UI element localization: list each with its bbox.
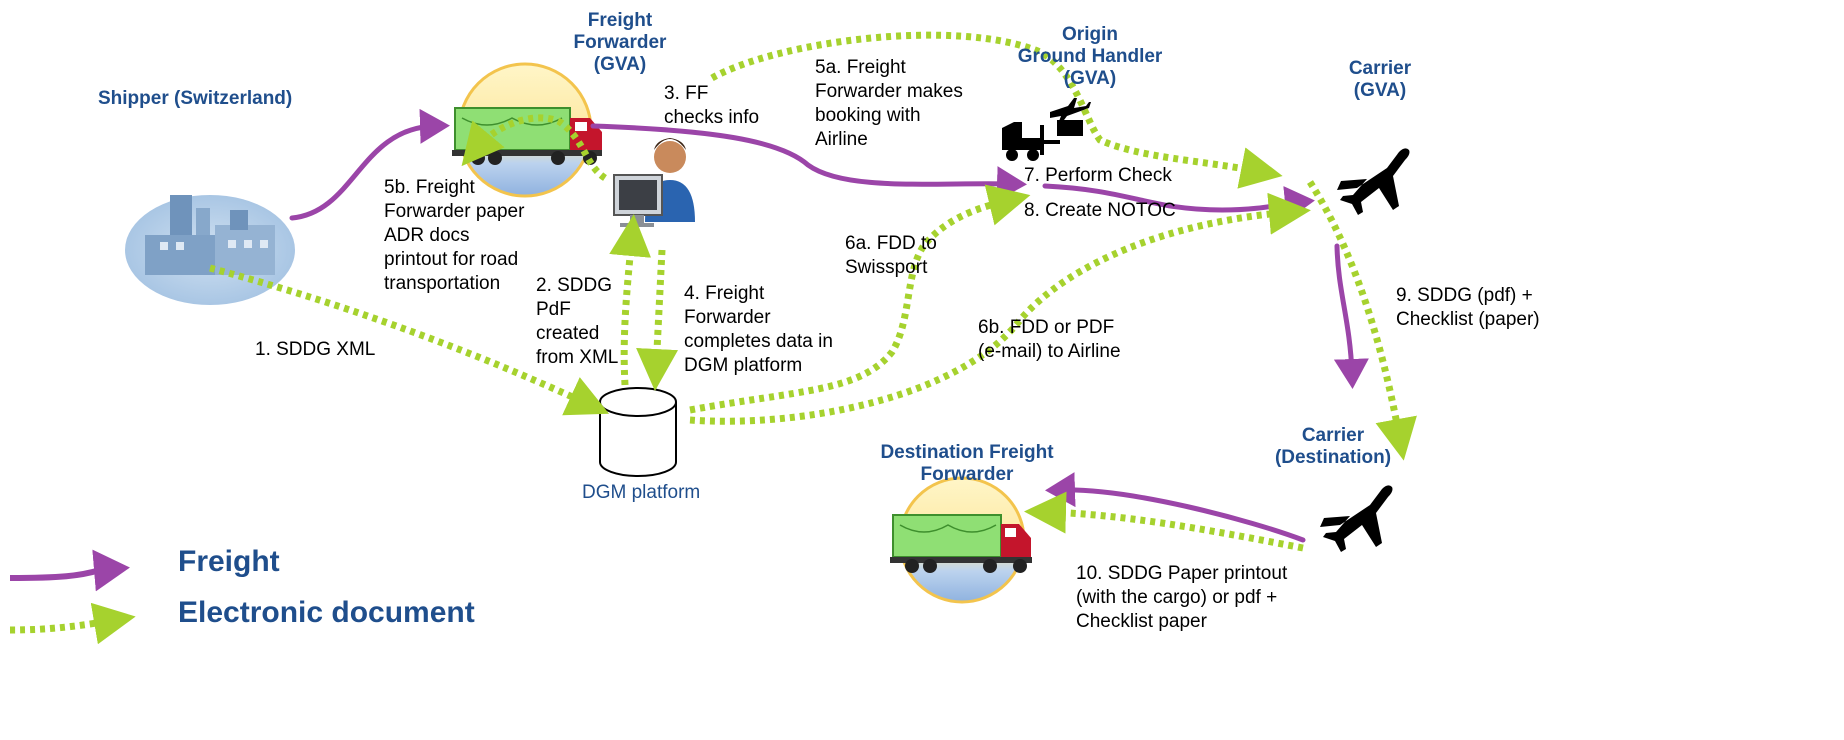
step-4: 4. Freight Forwarder completes data in D… bbox=[684, 282, 833, 378]
step-3-line: checks info bbox=[664, 107, 760, 128]
edoc-arrow-4-forwarder-to-platform bbox=[636, 249, 679, 391]
airplane-icon bbox=[1337, 148, 1410, 215]
step-10-line: Checklist paper bbox=[1076, 611, 1207, 632]
step-5a-line: 5a. Freight bbox=[815, 57, 906, 78]
step-6b: 6b. FDD or PDF (e-mail) to Airline bbox=[978, 316, 1121, 364]
freight-arrow-forwarder-to-handler bbox=[590, 123, 1027, 202]
step-2: 2. SDDG PdF created from XML bbox=[536, 274, 618, 370]
computer-operator-icon bbox=[613, 138, 695, 227]
legend-freight-swatch bbox=[9, 549, 130, 592]
step-7-line: 7. Perform Check bbox=[1024, 165, 1172, 186]
step-4-line: 4. Freight bbox=[684, 283, 765, 304]
step-5a-line: booking with bbox=[815, 105, 921, 126]
step-3-line: 3. FF bbox=[664, 83, 709, 104]
actor-carrier-gva: Carrier (GVA) bbox=[1330, 58, 1430, 102]
actor-freight-forwarder-line: (GVA) bbox=[593, 54, 647, 75]
freight-arrow-shipper-to-forwarder bbox=[289, 108, 450, 221]
actor-origin-ground-handler-line: Origin bbox=[1062, 24, 1118, 45]
step-5b-line: transportation bbox=[384, 273, 501, 294]
actor-carrier-gva-line: (GVA) bbox=[1353, 80, 1407, 101]
platform-label: DGM platform bbox=[582, 482, 701, 503]
step-8-line: 8. Create NOTOC bbox=[1024, 200, 1176, 221]
step-6a: 6a. FDD to Swissport bbox=[845, 232, 937, 280]
step-6b-line: 6b. FDD or PDF bbox=[978, 317, 1115, 338]
step-10-line: 10. SDDG Paper printout bbox=[1076, 563, 1288, 584]
step-7: 7. Perform Check bbox=[1024, 164, 1172, 188]
step-5b-line: printout for road bbox=[384, 249, 519, 270]
destination-truck-icon bbox=[890, 476, 1032, 604]
freight-arrow-to-destination-forwarder bbox=[1045, 472, 1306, 543]
actor-origin-ground-handler-line: (GVA) bbox=[1063, 68, 1117, 89]
step-2-line: 2. SDDG bbox=[536, 275, 613, 296]
edoc-arrow-6a-fdd-swissport bbox=[689, 184, 1031, 414]
actor-freight-forwarder-line: Freight bbox=[587, 10, 653, 31]
step-6b-line: (e-mail) to Airline bbox=[978, 341, 1121, 362]
step-9: 9. SDDG (pdf) + Checklist (paper) bbox=[1396, 284, 1540, 332]
legend-electronic-label: Electronic document bbox=[178, 596, 475, 629]
actor-destination-freight-forwarder: Destination Freight Forwarder bbox=[862, 442, 1072, 486]
step-5a: 5a. Freight Forwarder makes booking with… bbox=[815, 56, 963, 152]
edoc-arrow-5a-booking bbox=[710, 31, 1283, 189]
step-4-line: completes data in bbox=[684, 331, 833, 352]
step-6a-line: Swissport bbox=[845, 257, 928, 278]
actor-shipper-label: Shipper (Switzerland) bbox=[98, 88, 293, 109]
step-1-line: 1. SDDG XML bbox=[255, 339, 376, 360]
actor-carrier-destination-line: Carrier bbox=[1301, 425, 1365, 446]
actor-destination-freight-forwarder-line: Forwarder bbox=[920, 464, 1014, 485]
step-2-line: PdF bbox=[536, 299, 571, 320]
edoc-arrow-2-platform-to-forwarder bbox=[609, 214, 652, 386]
step-5a-line: Airline bbox=[815, 129, 868, 150]
forklift-icon bbox=[1002, 98, 1091, 161]
actor-origin-ground-handler: Origin Ground Handler (GVA) bbox=[1010, 24, 1170, 90]
legend-electronic-swatch bbox=[9, 602, 136, 645]
actor-shipper: Shipper (Switzerland) bbox=[98, 88, 292, 110]
step-5b: 5b. Freight Forwarder paper ADR docs pri… bbox=[384, 176, 524, 296]
step-5b-line: Forwarder paper bbox=[384, 201, 525, 222]
step-9-line: 9. SDDG (pdf) + bbox=[1396, 285, 1533, 306]
edoc-arrow-1-shipper-to-platform bbox=[209, 264, 610, 416]
step-2-line: created bbox=[536, 323, 600, 344]
actor-origin-ground-handler-line: Ground Handler bbox=[1017, 46, 1163, 67]
airplane-icon-destination bbox=[1320, 485, 1393, 552]
factory-icon bbox=[125, 195, 295, 305]
step-5a-line: Forwarder makes bbox=[815, 81, 963, 102]
actor-carrier-gva-line: Carrier bbox=[1348, 58, 1412, 79]
step-10-line: (with the cargo) or pdf + bbox=[1076, 587, 1278, 608]
step-6a-line: 6a. FDD to bbox=[845, 233, 937, 254]
step-9-line: Checklist (paper) bbox=[1396, 309, 1540, 330]
edoc-arrow-3-ff-check-loop bbox=[461, 114, 608, 181]
actor-carrier-destination-line: (Destination) bbox=[1274, 447, 1392, 468]
actor-freight-forwarder: Freight Forwarder (GVA) bbox=[560, 10, 680, 76]
step-2-line: from XML bbox=[536, 347, 619, 368]
step-3: 3. FF checks info bbox=[664, 82, 759, 130]
database-icon bbox=[599, 387, 677, 477]
edoc-arrow-10-to-destination-forwarder bbox=[1024, 491, 1304, 552]
step-8: 8. Create NOTOC bbox=[1024, 199, 1176, 223]
edoc-arrow-9-to-destination-carrier bbox=[1307, 180, 1417, 461]
legend-freight-label: Freight bbox=[178, 545, 280, 578]
step-1: 1. SDDG XML bbox=[255, 338, 375, 362]
freight-arrow-carrier-down bbox=[1333, 243, 1369, 389]
step-4-line: DGM platform bbox=[684, 355, 803, 376]
step-10: 10. SDDG Paper printout (with the cargo)… bbox=[1076, 562, 1287, 634]
step-5b-line: ADR docs bbox=[384, 225, 470, 246]
step-4-line: Forwarder bbox=[684, 307, 771, 328]
actor-freight-forwarder-line: Forwarder bbox=[573, 32, 667, 53]
step-5b-line: 5b. Freight bbox=[384, 177, 475, 198]
actor-destination-freight-forwarder-line: Destination Freight bbox=[880, 442, 1054, 463]
actor-carrier-destination: Carrier (Destination) bbox=[1268, 425, 1398, 469]
